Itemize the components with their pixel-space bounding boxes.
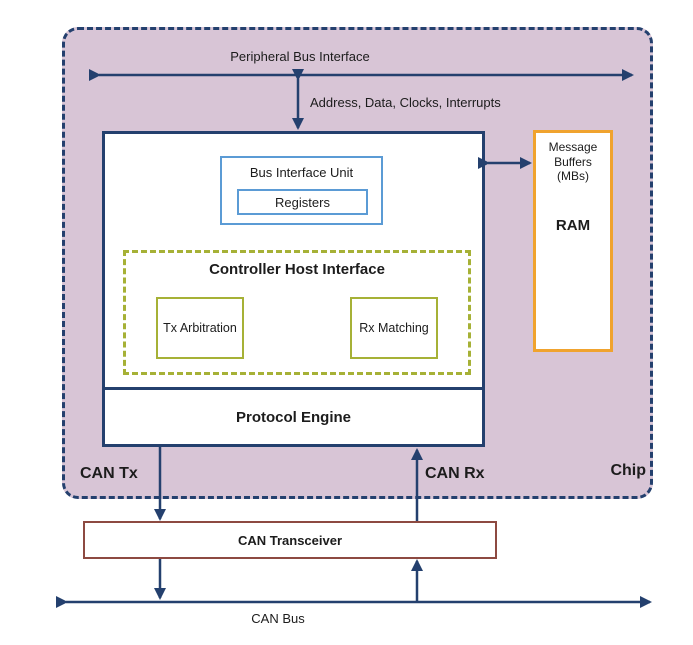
ram-message-buffers-box: Message Buffers (MBs) RAM bbox=[533, 130, 613, 352]
controller-host-interface-box: Controller Host Interface Tx Arbitration… bbox=[123, 250, 471, 375]
tx-arbitration-box: Tx Arbitration bbox=[156, 297, 244, 359]
can-tx-label: CAN Tx bbox=[80, 465, 138, 482]
tx-arbitration-label: Tx Arbitration bbox=[163, 321, 237, 335]
can-rx-label: CAN Rx bbox=[425, 465, 485, 482]
rx-matching-label: Rx Matching bbox=[359, 321, 429, 335]
registers-box: Registers bbox=[237, 189, 368, 215]
can-controller-box: Bus Interface Unit Registers Controller … bbox=[102, 131, 485, 447]
chip-label: Chip bbox=[610, 462, 646, 479]
protocol-engine-box: Protocol Engine bbox=[105, 387, 482, 444]
bus-interface-unit-box: Bus Interface Unit Registers bbox=[220, 156, 383, 225]
protocol-engine-label: Protocol Engine bbox=[235, 408, 351, 426]
bus-interface-unit-label: Bus Interface Unit bbox=[249, 165, 354, 180]
controller-host-interface-label: Controller Host Interface bbox=[209, 261, 385, 278]
address-data-clocks-interrupts-label: Address, Data, Clocks, Interrupts bbox=[310, 95, 501, 110]
can-bus-label: CAN Bus bbox=[251, 611, 305, 626]
peripheral-bus-interface-label: Peripheral Bus Interface bbox=[230, 49, 370, 64]
message-buffers-label: Message Buffers (MBs) bbox=[548, 140, 598, 183]
ram-label: RAM bbox=[555, 217, 591, 234]
can-transceiver-box: CAN Transceiver bbox=[83, 521, 497, 559]
rx-matching-box: Rx Matching bbox=[350, 297, 438, 359]
registers-label: Registers bbox=[275, 194, 330, 210]
can-transceiver-label: CAN Transceiver bbox=[237, 532, 343, 548]
